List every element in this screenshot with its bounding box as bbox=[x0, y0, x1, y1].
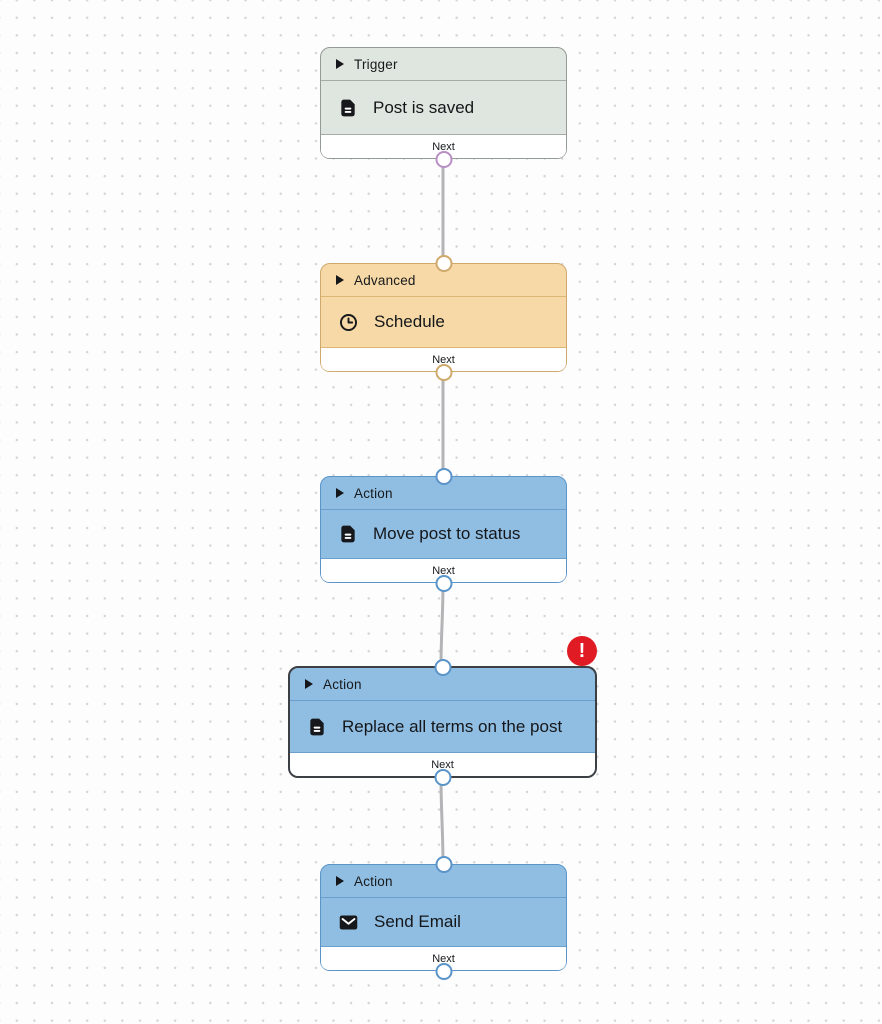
node-action-move-post-to-status[interactable]: Action Move post to status Next bbox=[320, 467, 567, 592]
node-action-send-email[interactable]: Action Send Email Next bbox=[320, 855, 567, 980]
output-port[interactable] bbox=[435, 574, 452, 592]
output-port[interactable] bbox=[434, 768, 451, 786]
node-header[interactable]: Trigger bbox=[321, 48, 566, 81]
node-body: Post is saved bbox=[321, 81, 566, 134]
collapse-triangle-icon[interactable] bbox=[336, 275, 344, 285]
collapse-triangle-icon[interactable] bbox=[305, 679, 313, 689]
input-port[interactable] bbox=[434, 658, 451, 676]
node-header[interactable]: Action bbox=[321, 477, 566, 510]
node-header[interactable]: Action bbox=[321, 865, 566, 898]
collapse-triangle-icon[interactable] bbox=[336, 59, 344, 69]
node-action-replace-all-terms[interactable]: ! Action Replace all terms on the post N… bbox=[288, 636, 597, 786]
clock-icon bbox=[338, 312, 359, 333]
node-category-label: Advanced bbox=[354, 272, 416, 288]
node-title: Move post to status bbox=[373, 524, 521, 543]
error-exclamation: ! bbox=[578, 639, 586, 662]
node-title: Schedule bbox=[374, 312, 445, 331]
node-category-label: Action bbox=[323, 676, 362, 692]
input-port[interactable] bbox=[435, 855, 452, 873]
node-trigger-post-is-saved[interactable]: Trigger Post is saved Next bbox=[320, 47, 567, 168]
node-body: Send Email bbox=[321, 898, 566, 946]
node-category-label: Trigger bbox=[354, 56, 398, 72]
connector-line bbox=[439, 776, 445, 866]
document-icon bbox=[338, 98, 358, 118]
node-category-label: Action bbox=[354, 485, 393, 501]
node-category-label: Action bbox=[354, 873, 393, 889]
node-title: Replace all terms on the post bbox=[342, 716, 563, 736]
node-advanced-schedule[interactable]: Advanced Schedule Next bbox=[320, 254, 567, 381]
connector-line bbox=[439, 581, 445, 668]
output-port[interactable] bbox=[435, 363, 452, 381]
collapse-triangle-icon[interactable] bbox=[336, 488, 344, 498]
next-label: Next bbox=[432, 952, 455, 965]
node-title: Post is saved bbox=[373, 97, 475, 117]
node-header[interactable]: Advanced bbox=[321, 264, 566, 297]
output-port[interactable] bbox=[435, 962, 452, 980]
node-body: Replace all terms on the post bbox=[290, 701, 595, 752]
next-label: Next bbox=[431, 758, 454, 771]
next-label: Next bbox=[432, 353, 455, 366]
document-icon bbox=[338, 524, 358, 544]
document-icon bbox=[307, 717, 327, 737]
node-header[interactable]: Action bbox=[290, 668, 595, 701]
next-label: Next bbox=[432, 564, 455, 577]
node-body: Schedule bbox=[321, 297, 566, 347]
input-port[interactable] bbox=[435, 254, 452, 272]
next-label: Next bbox=[432, 140, 455, 153]
input-port[interactable] bbox=[435, 467, 452, 485]
collapse-triangle-icon[interactable] bbox=[336, 876, 344, 886]
node-title: Send Email bbox=[374, 912, 461, 931]
output-port[interactable] bbox=[435, 150, 452, 168]
error-badge[interactable]: ! bbox=[567, 636, 597, 666]
node-body: Move post to status bbox=[321, 510, 566, 558]
envelope-icon bbox=[338, 912, 359, 933]
